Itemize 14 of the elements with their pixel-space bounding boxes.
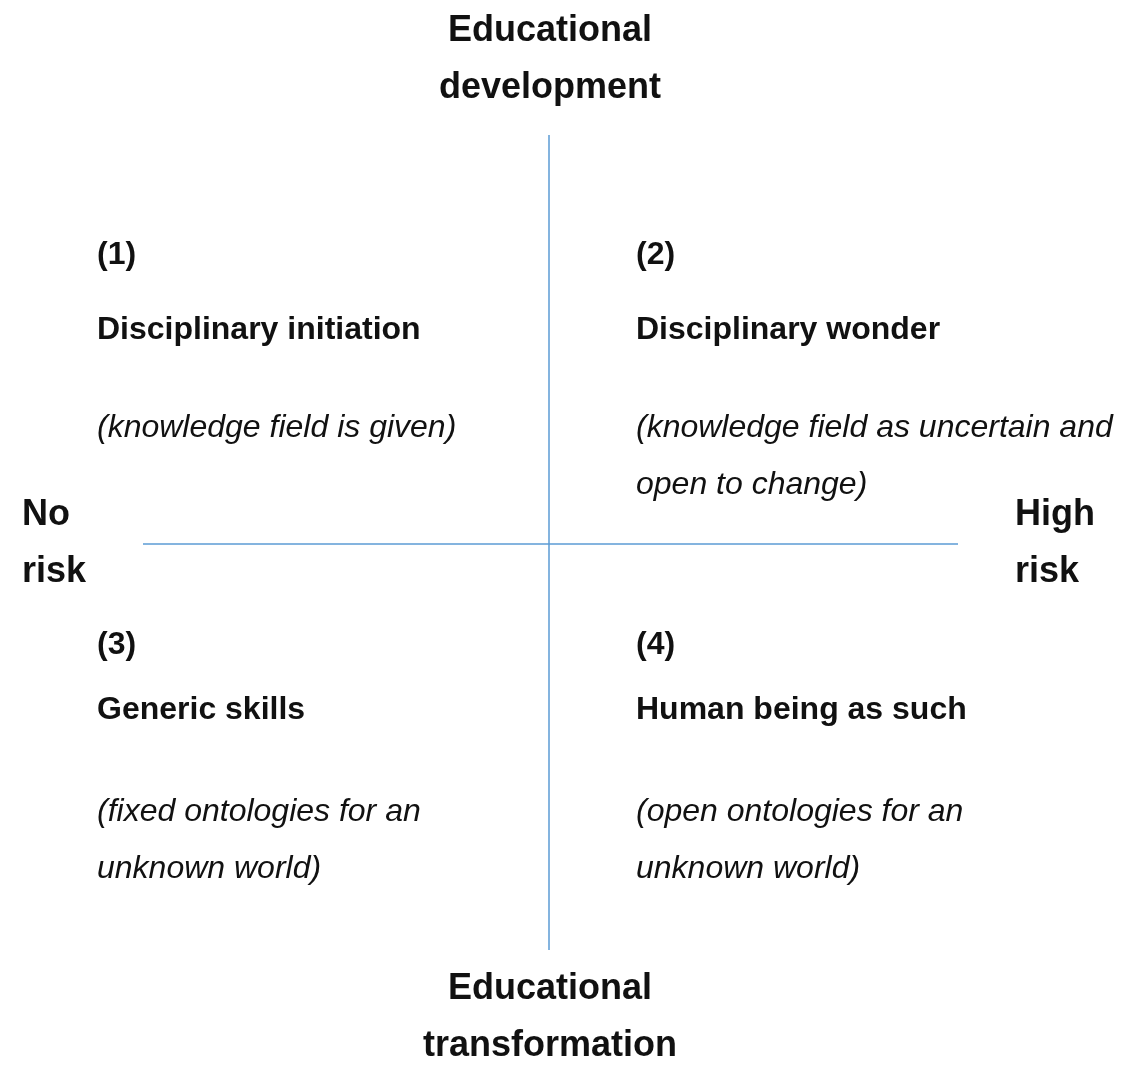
quadrant-title: Generic skills [97, 689, 307, 728]
quadrant-number: (1) [97, 234, 138, 273]
axis-label: No risk [22, 491, 88, 592]
quadrant-description: (knowledge field is given) [97, 407, 458, 446]
quadrant-number: (4) [636, 624, 677, 663]
axis-label: Educational transformation [422, 965, 678, 1066]
quadrant-title: Disciplinary initiation [97, 309, 422, 348]
quadrant-title: Disciplinary wonder [636, 309, 942, 348]
axis-label: Educational development [437, 7, 662, 108]
quadrant-description: (fixed ontologies for an unknown world) [97, 791, 422, 887]
quadrant-number: (2) [636, 234, 677, 273]
quadrant-description: (open ontologies for an unknown world) [636, 791, 965, 887]
quadrant-title: Human being as such [636, 689, 968, 728]
quadrant-number: (3) [97, 624, 138, 663]
